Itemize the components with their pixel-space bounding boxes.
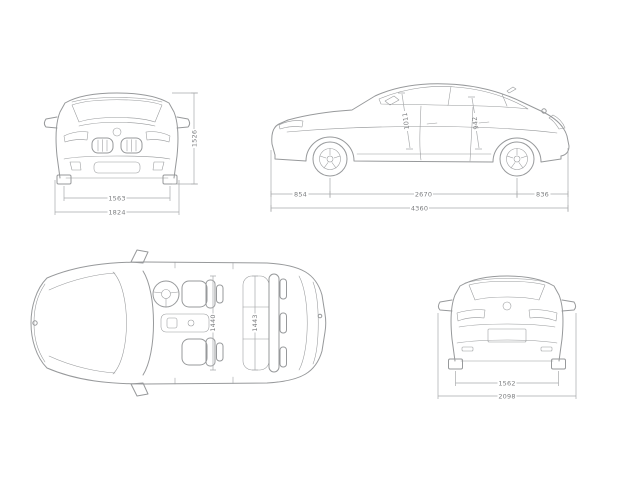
top-view-dimension-labels: 1440 1443 bbox=[209, 314, 259, 331]
overall-length-label: 4360 bbox=[411, 204, 428, 212]
kidney-grille-left bbox=[91, 137, 114, 154]
front-view-dimension-labels: 1563 1824 1526 bbox=[108, 130, 198, 216]
rear-window bbox=[468, 281, 546, 301]
front-overhang-label: 854 bbox=[294, 190, 307, 198]
top-view-drawing: 1440 1443 bbox=[30, 249, 327, 397]
rear-wheel bbox=[499, 141, 535, 177]
headlight-left bbox=[63, 131, 89, 143]
side-body-silhouette bbox=[271, 83, 570, 157]
side-view-car-outline bbox=[271, 83, 570, 177]
windshield bbox=[71, 99, 163, 123]
rear-spoiler bbox=[464, 278, 550, 284]
rear-view-dimension-lines bbox=[437, 313, 577, 399]
front-height-label: 1526 bbox=[190, 130, 198, 147]
front-wheel-left bbox=[56, 174, 72, 185]
side-view-dimension-labels: 854 2670 836 4360 1011 942 bbox=[294, 112, 549, 212]
front-body-silhouette bbox=[55, 92, 179, 179]
wheelbase-label: 2670 bbox=[415, 190, 432, 198]
top-mirror-left bbox=[130, 249, 149, 264]
headlight-right bbox=[145, 131, 171, 143]
rear-mirror-left bbox=[438, 299, 453, 312]
top-mirror-right bbox=[130, 382, 149, 397]
rear-track-width-label: 1562 bbox=[498, 379, 515, 387]
side-mirror bbox=[384, 95, 400, 106]
front-overall-width-label: 1824 bbox=[108, 208, 125, 216]
interior-width-front-label: 1440 bbox=[209, 314, 217, 331]
front-view-drawing: 1563 1824 1526 bbox=[44, 92, 198, 216]
rear-wheel-right bbox=[551, 358, 566, 370]
license-plate bbox=[487, 328, 527, 343]
hood-badge-dot bbox=[32, 320, 38, 326]
glasshouse bbox=[378, 86, 529, 110]
side-view-drawing: 854 2670 836 4360 1011 942 bbox=[270, 83, 570, 212]
side-view-dimension-lines bbox=[270, 92, 569, 212]
windshield-top bbox=[142, 270, 154, 376]
rear-view-car-outline bbox=[438, 275, 576, 370]
right-mirror bbox=[176, 116, 190, 129]
taillight-left bbox=[456, 309, 486, 322]
rear-overhang-label: 836 bbox=[536, 190, 549, 198]
side-taillight bbox=[548, 114, 566, 130]
front-view-car-outline bbox=[44, 92, 190, 185]
rear-body-silhouette bbox=[450, 275, 564, 362]
left-mirror bbox=[44, 116, 58, 129]
center-console bbox=[160, 313, 210, 333]
front-wheel bbox=[312, 141, 348, 177]
headroom-front-label: 1011 bbox=[401, 112, 411, 130]
interior-width-rear-label: 1443 bbox=[251, 314, 259, 331]
front-track-width-label: 1563 bbox=[108, 194, 125, 202]
rear-mirror-right bbox=[561, 299, 576, 312]
front-seat-driver bbox=[181, 279, 224, 309]
front-view-dimension-lines bbox=[54, 92, 198, 215]
rear-bench-seat bbox=[242, 273, 287, 373]
width-incl-mirrors-label: 2098 bbox=[498, 392, 515, 400]
headroom-rear-label: 942 bbox=[471, 116, 481, 130]
steering-wheel bbox=[152, 280, 180, 308]
top-view-car-outline bbox=[30, 249, 327, 397]
front-seat-passenger bbox=[181, 337, 224, 367]
rear-wheel-left bbox=[448, 358, 463, 370]
top-view-dimension-lines bbox=[210, 275, 258, 371]
windshield-base bbox=[112, 271, 127, 375]
rear-view-drawing: 1562 2098 bbox=[437, 275, 577, 400]
antenna-fin bbox=[506, 86, 517, 94]
rear-view-dimension-labels: 1562 2098 bbox=[498, 379, 515, 400]
bmw-badge-icon bbox=[502, 301, 512, 311]
top-body-silhouette bbox=[30, 261, 327, 385]
side-headlight bbox=[278, 120, 304, 130]
taillight-right bbox=[528, 309, 558, 322]
rear-badge-dot bbox=[317, 313, 323, 319]
badge-dot bbox=[541, 108, 547, 114]
front-wheel-right bbox=[162, 174, 178, 185]
kidney-grille-right bbox=[120, 137, 143, 154]
bmw-badge-icon bbox=[112, 127, 122, 137]
